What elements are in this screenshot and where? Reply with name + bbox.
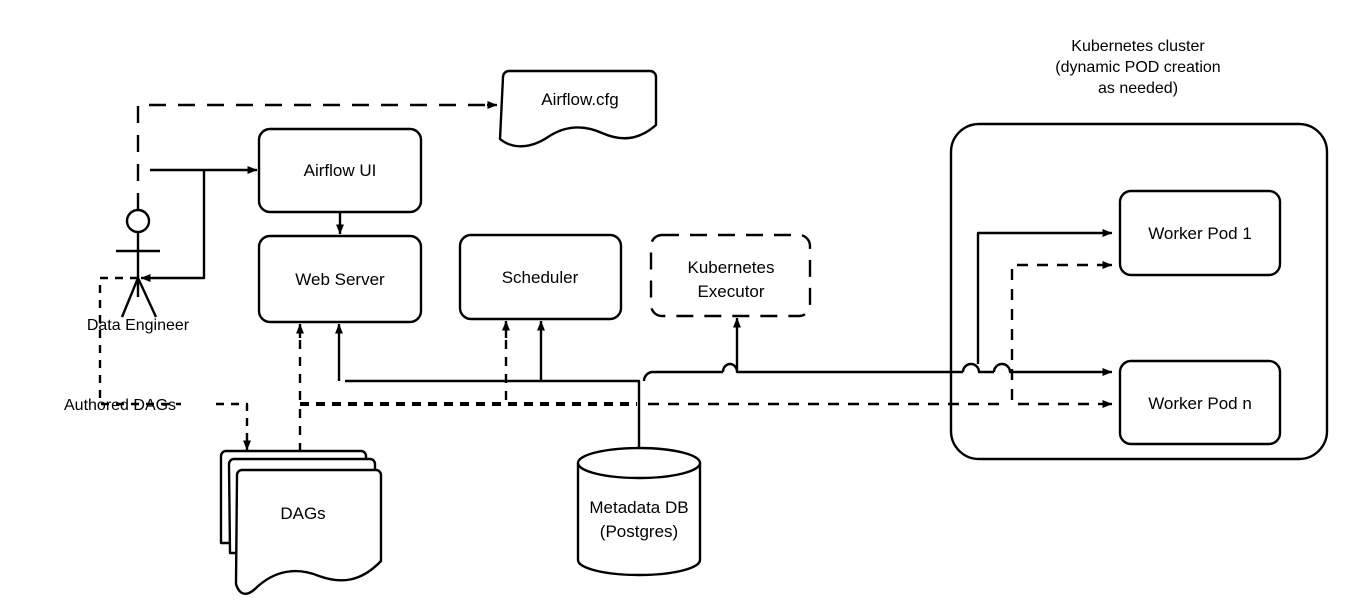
node-kubernetes-executor[interactable] [649,233,812,318]
node-label-worker-pod-1: Worker Pod 1 [1148,224,1252,243]
node-label-scheduler: Scheduler [502,268,579,287]
edge-web-server-to-engineer [140,170,206,282]
node-label-web-server: Web Server [295,270,385,289]
node-label-metadata-db-line2: (Postgres) [600,522,678,541]
node-worker-pod-n[interactable] [1118,359,1282,446]
node-dags[interactable] [219,449,383,595]
cluster-title-line1: Kubernetes cluster [1071,38,1205,55]
node-label-dags: DAGs [280,504,325,523]
node-label-kubernetes-executor-line1: Kubernetes [688,258,775,277]
edge-metadata-to-k8s-executor [642,317,741,382]
edge-engineer-to-airflow-cfg [136,101,498,210]
node-label-kubernetes-executor-line2: Executor [697,282,764,301]
cluster-title-line2: (dynamic POD creation [1055,59,1220,76]
node-label-airflow-ui: Airflow UI [304,161,377,180]
node-airflow-cfg[interactable] [498,69,658,148]
edge-label-authored-dags: Authored DAGs [64,397,176,414]
edge-k8s-executor-to-pods [737,229,1113,376]
edge-dags-to-worker-pod-1 [1010,261,1113,400]
edge-metadata-trunk [335,323,641,448]
node-label-metadata-db-line1: Metadata DB [589,498,688,517]
node-scheduler[interactable] [458,233,623,321]
actor-data-engineer[interactable] [116,208,160,318]
node-label-worker-pod-n: Worker Pod n [1148,394,1252,413]
node-label-airflow-cfg: Airflow.cfg [541,90,618,109]
cluster-title-line3: as needed) [1098,80,1178,97]
node-worker-pod-1[interactable] [1118,189,1282,277]
node-metadata-db[interactable] [576,446,702,577]
edge-engineer-to-dags [98,276,251,451]
node-web-server[interactable] [257,234,423,324]
actor-label-data-engineer: Data Engineer [87,317,190,334]
